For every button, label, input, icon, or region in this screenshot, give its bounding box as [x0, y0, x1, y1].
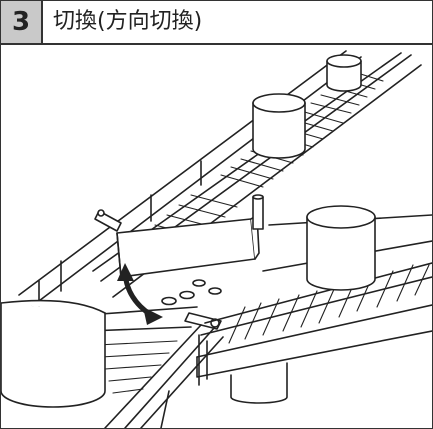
panel-title: 切換(方向切換) [53, 9, 203, 34]
product-small-top [326, 54, 362, 92]
arrow-heads [117, 263, 163, 325]
diverter-gate [116, 194, 264, 278]
product-large-left [1, 299, 106, 408]
panel-header: 3 切換(方向切換) [1, 1, 432, 45]
gate-pivot-left [94, 209, 122, 232]
right-conveyor [196, 214, 432, 358]
product-medium-upper [252, 93, 306, 159]
table-holes [161, 279, 222, 306]
product-large-right [306, 205, 376, 291]
conveyor-illustration [1, 45, 432, 428]
conveyor-frame-base [160, 330, 432, 428]
step-number-badge: 3 [1, 1, 43, 43]
